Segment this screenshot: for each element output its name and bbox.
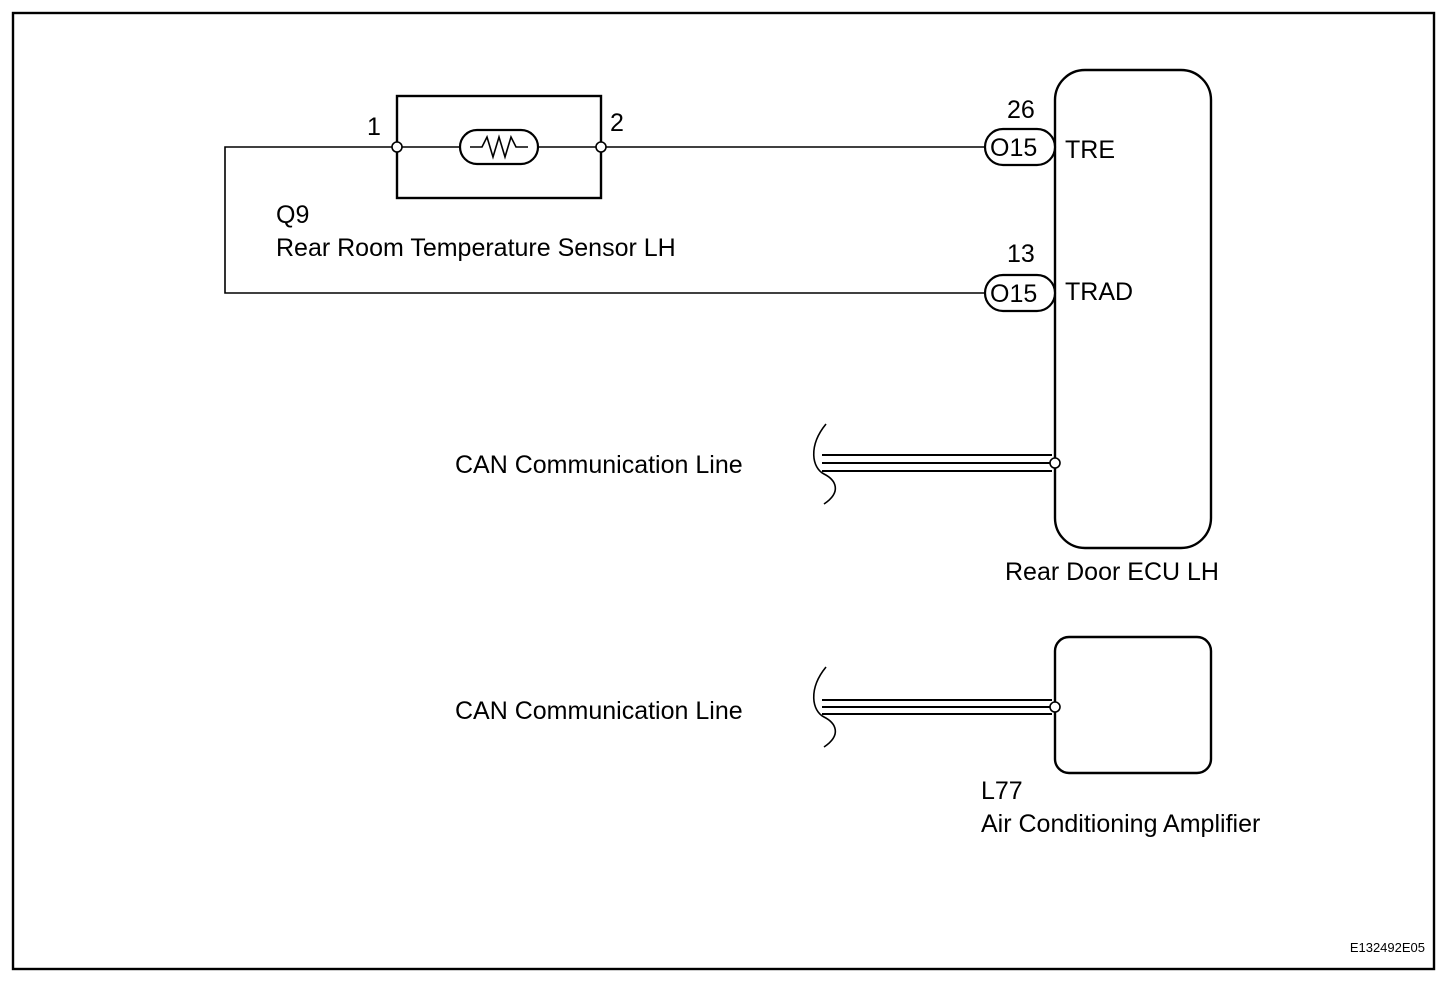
sensor-pin1-label: 1 [367,113,381,141]
sensor-pin2-terminal [595,141,607,153]
tre-pin-number: 26 [1007,96,1035,124]
can-line-1-label: CAN Communication Line [455,451,743,479]
thermistor-symbol [458,128,540,166]
ecu-name: Rear Door ECU LH [1005,558,1219,586]
can-line-2-break [813,666,837,748]
can-line-1-terminal [1049,457,1061,469]
ecu-box [1053,68,1213,550]
can-line-2-terminal [1049,701,1061,713]
diagram-frame [11,11,1436,971]
sensor-name: Rear Room Temperature Sensor LH [276,234,676,262]
tre-connector-code: O15 [990,134,1037,162]
can-line-2-label: CAN Communication Line [455,697,743,725]
sensor-code: Q9 [276,201,309,229]
sensor-pin1-terminal [391,141,403,153]
amplifier-name: Air Conditioning Amplifier [981,810,1260,838]
connector-oval-trad [983,273,1057,313]
connector-oval-tre [983,127,1057,167]
can-line-1-break [813,423,837,505]
trad-connector-code: O15 [990,280,1037,308]
amplifier-code: L77 [981,777,1023,805]
tre-signal-label: TRE [1065,136,1115,164]
resistor-zigzag [470,134,528,160]
wire-trad [224,146,985,294]
trad-signal-label: TRAD [1065,278,1133,306]
figure-code: E132492E05 [1350,940,1425,955]
amplifier-box [1053,635,1213,775]
trad-pin-number: 13 [1007,240,1035,268]
sensor-pin2-label: 2 [610,109,624,137]
